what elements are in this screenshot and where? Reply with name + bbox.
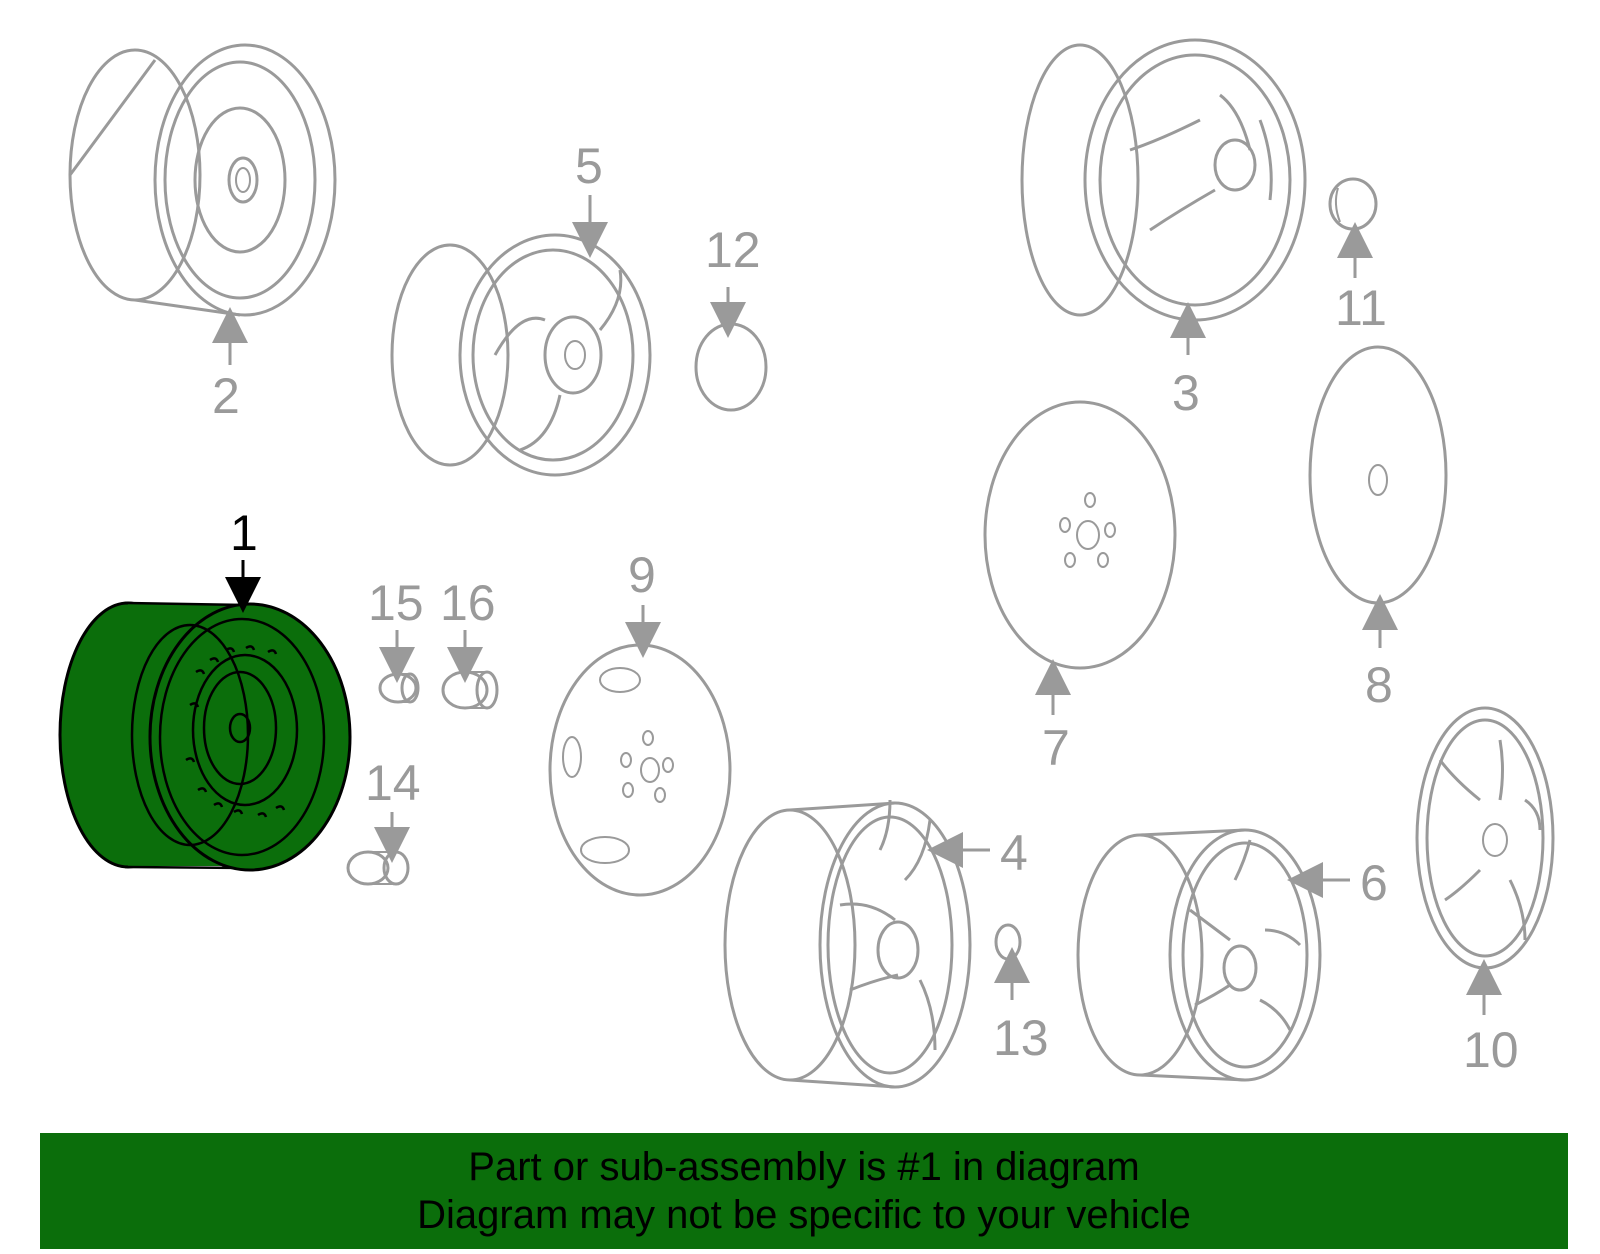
label-3[interactable]: 3: [1172, 365, 1200, 421]
label-15[interactable]: 15: [368, 575, 424, 631]
label-8[interactable]: 8: [1365, 657, 1393, 713]
label-6[interactable]: 6: [1360, 855, 1388, 911]
label-10[interactable]: 10: [1463, 1022, 1519, 1078]
part-7-wheel-cover[interactable]: [983, 400, 1177, 670]
label-5[interactable]: 5: [575, 138, 603, 194]
label-7[interactable]: 7: [1042, 720, 1070, 776]
label-16[interactable]: 16: [440, 575, 496, 631]
info-banner: Part or sub-assembly is #1 in diagram Di…: [40, 1133, 1568, 1249]
label-12[interactable]: 12: [705, 222, 761, 278]
part-14-lug-nut[interactable]: [346, 850, 410, 886]
banner-line-2: Diagram may not be specific to your vehi…: [417, 1193, 1191, 1237]
part-10-wheel-cover[interactable]: [1415, 706, 1555, 970]
label-2[interactable]: 2: [212, 368, 240, 424]
part-8-hubcap[interactable]: [1308, 345, 1448, 605]
label-1[interactable]: 1: [230, 505, 258, 561]
banner-line-1: Part or sub-assembly is #1 in diagram: [468, 1145, 1140, 1189]
part-1-steel-wheel-highlighted[interactable]: [58, 601, 352, 872]
label-14[interactable]: 14: [365, 755, 421, 811]
label-9[interactable]: 9: [628, 547, 656, 603]
part-5-alloy-wheel[interactable]: [390, 233, 652, 477]
part-3-alloy-wheel[interactable]: [1020, 38, 1307, 322]
label-4[interactable]: 4: [1000, 825, 1028, 881]
part-12-center-cap[interactable]: [694, 322, 768, 412]
part-16-lug-nut[interactable]: [441, 670, 499, 710]
banner-background: [40, 1133, 1568, 1249]
part-11-cap[interactable]: [1328, 177, 1378, 231]
part-6-alloy-wheel[interactable]: [1076, 828, 1322, 1082]
part-13-valve-stem[interactable]: [994, 923, 1022, 961]
part-9-wheel-cover[interactable]: [548, 643, 732, 897]
label-11[interactable]: 11: [1335, 280, 1387, 336]
part-15-lug-nut[interactable]: [378, 672, 420, 704]
part-2-steel-wheel[interactable]: [68, 43, 337, 317]
part-4-alloy-wheel[interactable]: [723, 799, 972, 1089]
label-13[interactable]: 13: [993, 1010, 1049, 1066]
